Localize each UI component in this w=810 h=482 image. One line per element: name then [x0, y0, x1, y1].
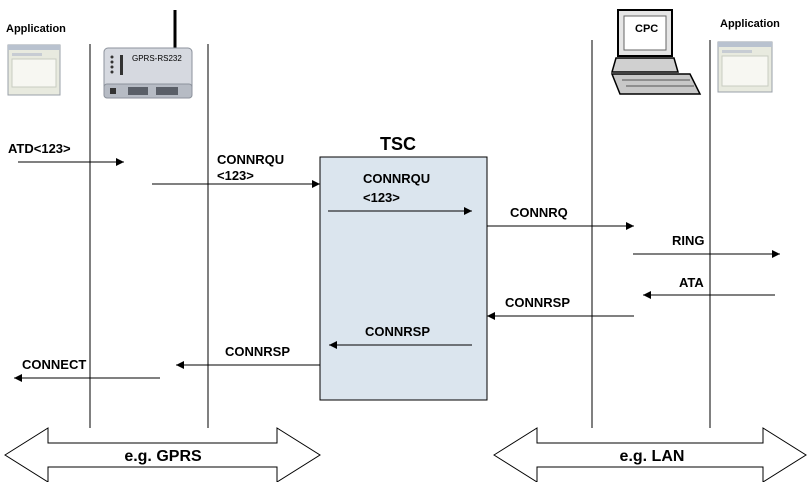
gprs-modem-icon [103, 10, 193, 99]
label-atd: ATD<123> [8, 141, 71, 156]
message-connrq: CONNRQ [487, 205, 634, 230]
message-connrsp-tsc: CONNRSP [329, 324, 472, 349]
tsc-label: TSC [380, 134, 416, 154]
label-connrq: CONNRQ [510, 205, 568, 220]
message-connrsp-gprs: CONNRSP [176, 344, 320, 369]
message-connect: CONNECT [14, 357, 160, 382]
label-connrsp-gprs: CONNRSP [225, 344, 290, 359]
label-connrqu-in-2: <123> [363, 190, 400, 205]
cpc-label: CPC [635, 23, 658, 35]
lan-network-double-arrow [493, 427, 807, 482]
label-connrsp-lan: CONNRSP [505, 295, 570, 310]
label-connrsp-tsc: CONNRSP [365, 324, 430, 339]
application-left-label: Application [6, 23, 66, 35]
label-connrqu-out-2: <123> [217, 168, 254, 183]
message-connrsp-lan: CONNRSP [487, 295, 634, 320]
application-right-label: Application [720, 18, 780, 30]
message-ring: RING [633, 233, 780, 258]
message-atd: ATD<123> [8, 141, 124, 166]
label-ring: RING [672, 233, 705, 248]
label-connrqu-out-1: CONNRQU [217, 152, 284, 167]
gprs-network-label: e.g. GPRS [124, 448, 202, 465]
label-connrqu-in-1: CONNRQU [363, 171, 430, 186]
lan-network-label: e.g. LAN [620, 448, 685, 465]
gprs-modem-label: GPRS-RS232 [132, 54, 182, 63]
message-ata: ATA [643, 275, 775, 299]
label-ata: ATA [679, 275, 704, 290]
cpc-computer-icon [610, 9, 702, 95]
application-right-window-icon [717, 41, 773, 93]
message-connrqu-in-tsc: CONNRQU <123> [328, 171, 472, 215]
gprs-network-double-arrow [4, 427, 321, 482]
tsc-box [319, 156, 488, 401]
application-left-window-icon [7, 44, 61, 96]
label-connect: CONNECT [22, 357, 86, 372]
message-connrqu-to-tsc: CONNRQU <123> [152, 152, 320, 188]
